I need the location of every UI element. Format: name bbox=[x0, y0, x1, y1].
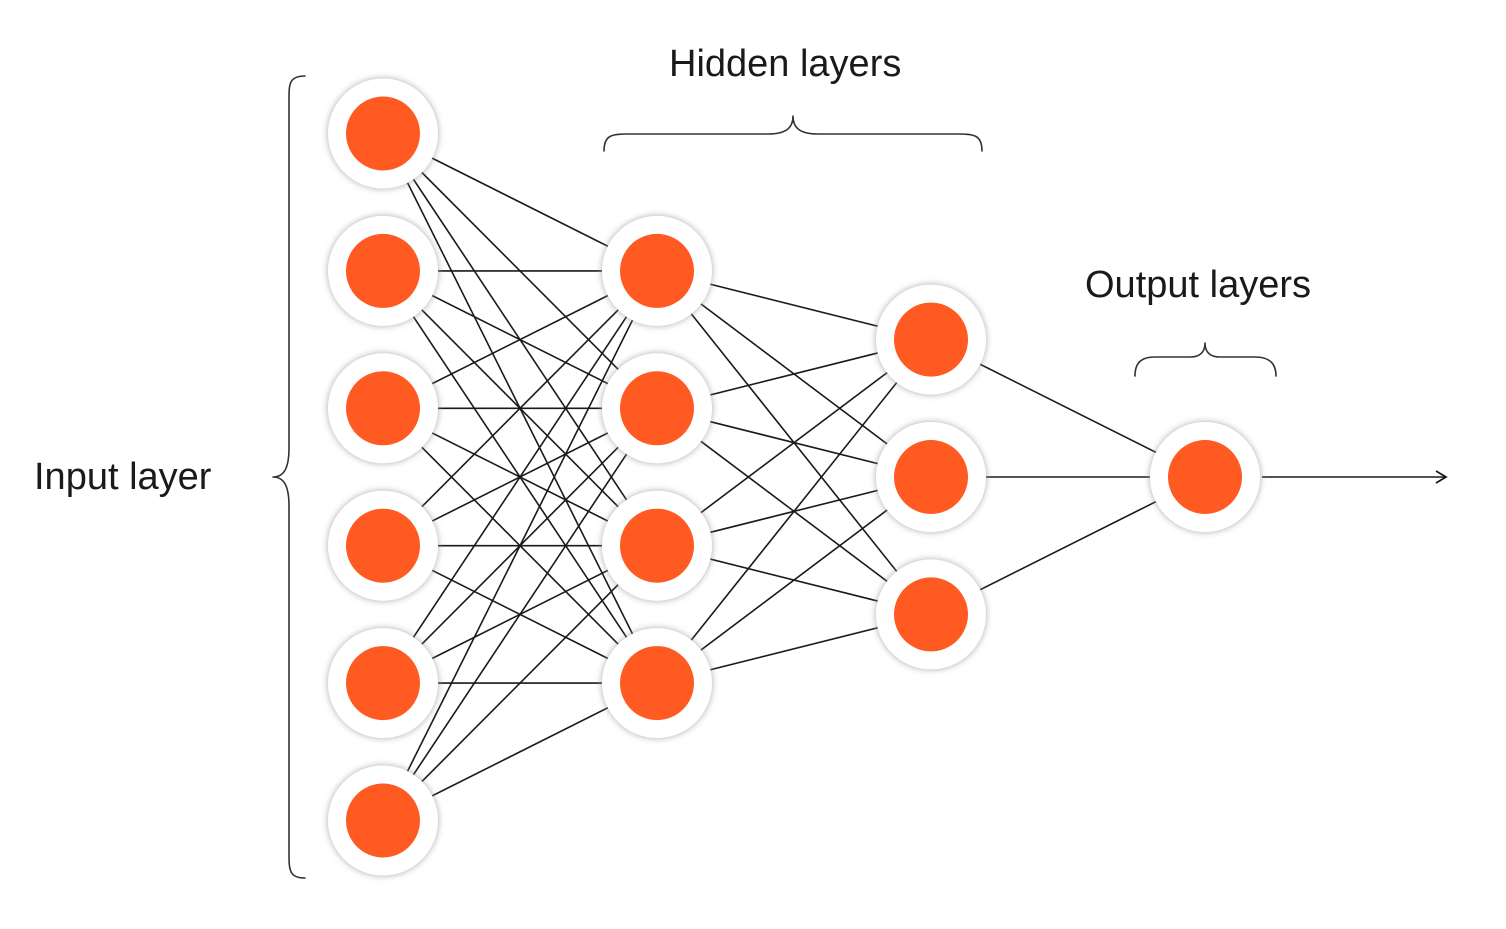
neuron-core bbox=[620, 508, 694, 583]
input-neuron-4 bbox=[328, 490, 438, 601]
hidden-1-neuron-3 bbox=[602, 490, 712, 601]
output-layers-brace bbox=[1134, 342, 1277, 377]
connection-input-6-to-hidden-1-2 bbox=[382, 407, 658, 821]
hidden-2-neuron-2 bbox=[876, 422, 986, 532]
neuron-core bbox=[620, 233, 694, 308]
neuron-core bbox=[620, 646, 694, 721]
neuron-core bbox=[1168, 440, 1242, 514]
hidden-layers-brace bbox=[603, 115, 983, 152]
connection-input-5-to-hidden-1-1 bbox=[382, 270, 658, 684]
input-layer-label: Input layer bbox=[34, 456, 212, 498]
connections bbox=[382, 132, 1206, 822]
hidden-1-neuron-1 bbox=[602, 215, 712, 326]
input-neuron-2 bbox=[328, 215, 438, 326]
hidden-2-neuron-1 bbox=[876, 284, 986, 395]
neuron-core bbox=[346, 646, 420, 721]
connection-input-6-to-hidden-1-3 bbox=[382, 545, 658, 822]
neuron-core bbox=[346, 783, 420, 858]
output-neuron-1 bbox=[1150, 422, 1260, 532]
neuron-core bbox=[894, 577, 968, 652]
neurons bbox=[328, 78, 1260, 876]
connection-hidden-1-3-to-hidden-2-1 bbox=[656, 338, 932, 547]
neuron-core bbox=[346, 96, 420, 171]
neuron-core bbox=[620, 371, 694, 446]
neuron-core bbox=[346, 371, 420, 446]
neuron-core bbox=[346, 508, 420, 583]
hidden-layers-label: Hidden layers bbox=[669, 43, 901, 85]
input-neuron-5 bbox=[328, 628, 438, 739]
connection-input-4-to-hidden-1-1 bbox=[382, 270, 658, 547]
connection-input-6-to-hidden-1-1 bbox=[382, 270, 658, 821]
output-layers-label: Output layers bbox=[1085, 264, 1311, 306]
input-neuron-1 bbox=[328, 78, 438, 189]
connection-hidden-1-4-to-hidden-2-1 bbox=[656, 339, 932, 684]
neuron-core bbox=[894, 302, 968, 377]
hidden-1-neuron-2 bbox=[602, 353, 712, 464]
hidden-1-neuron-4 bbox=[602, 628, 712, 739]
neuron-core bbox=[894, 440, 968, 514]
input-layer-brace bbox=[272, 75, 306, 879]
input-neuron-3 bbox=[328, 353, 438, 464]
connection-hidden-1-4-to-hidden-2-2 bbox=[656, 476, 932, 684]
input-neuron-6 bbox=[328, 765, 438, 876]
hidden-2-neuron-3 bbox=[876, 559, 986, 670]
neuron-core bbox=[346, 233, 420, 308]
